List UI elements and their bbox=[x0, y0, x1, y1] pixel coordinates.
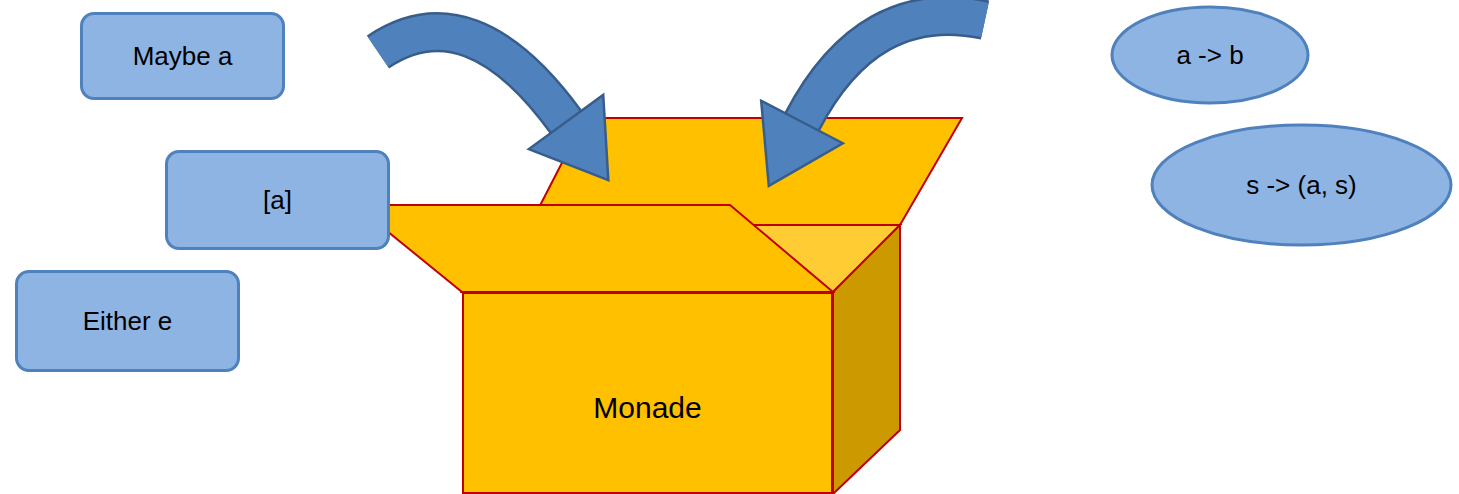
arrow-body-outline bbox=[802, 16, 985, 122]
type-label: [a] bbox=[263, 185, 292, 216]
type-label: s -> (a, s) bbox=[1246, 170, 1357, 201]
box-side bbox=[833, 225, 900, 494]
box-front-flap bbox=[355, 205, 833, 292]
type-box: [a] bbox=[165, 150, 390, 250]
arrow-body bbox=[802, 16, 985, 122]
ellipse-shape bbox=[1112, 7, 1308, 103]
type-label: Either e bbox=[83, 306, 173, 337]
arrow-head bbox=[529, 95, 609, 180]
type-label: a -> b bbox=[1176, 40, 1243, 71]
monad-label: Monade bbox=[593, 391, 701, 425]
arrow-body-outline bbox=[378, 32, 566, 122]
type-box: Maybe a bbox=[80, 12, 285, 100]
ellipse-shape bbox=[1152, 125, 1451, 245]
arrow-body bbox=[378, 32, 566, 122]
monad-box-front: Monade bbox=[462, 292, 833, 494]
arrow-head bbox=[761, 101, 843, 186]
curved-arrows bbox=[378, 16, 985, 186]
type-label: Maybe a bbox=[133, 41, 233, 72]
function-ellipse: s -> (a, s) bbox=[1150, 123, 1453, 247]
type-box: Either e bbox=[15, 270, 240, 372]
function-ellipse: a -> b bbox=[1110, 5, 1310, 105]
